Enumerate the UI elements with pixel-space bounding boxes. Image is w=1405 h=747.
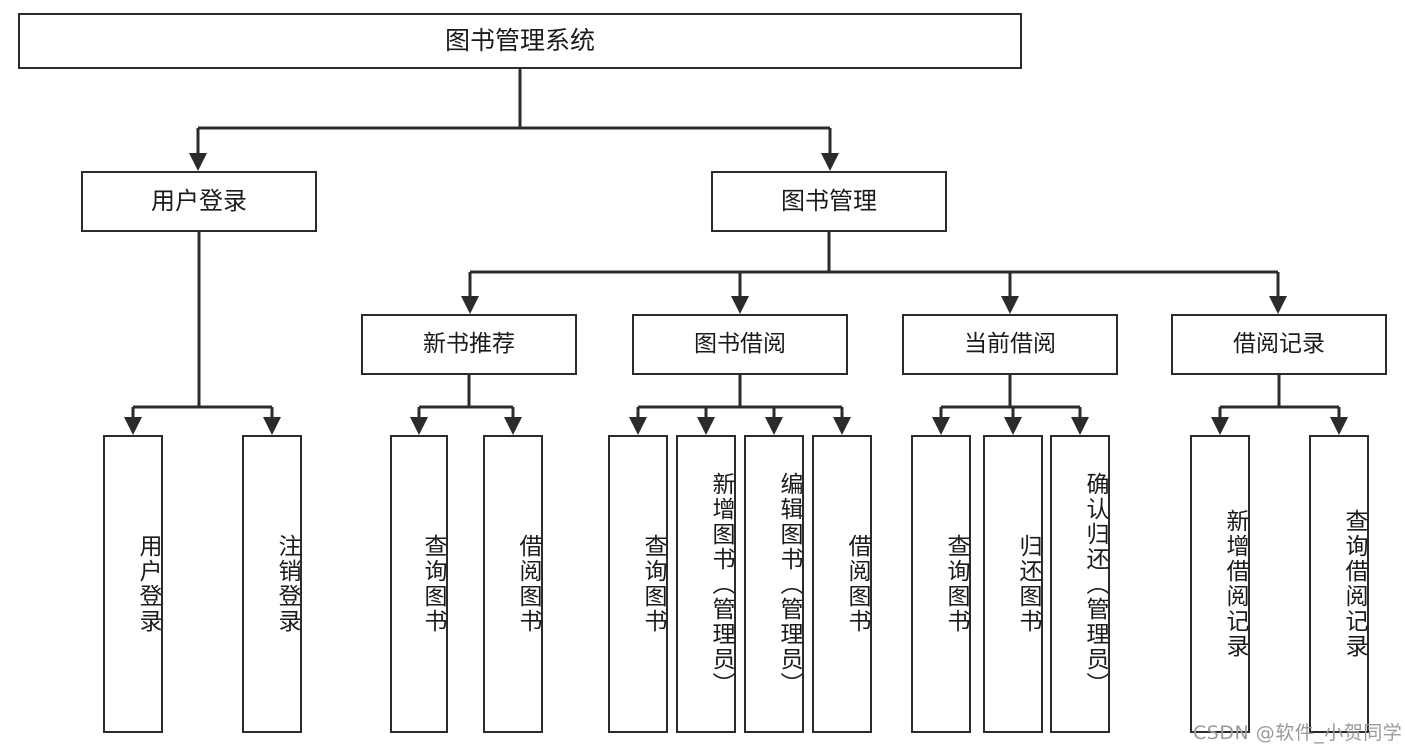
node-leaf-query-record[interactable]: 查询借阅记录 xyxy=(1309,435,1369,733)
node-leaf-borrow-book-2[interactable]: 借阅图书 xyxy=(812,435,872,733)
node-leaf-query-record-label: 查询借阅记录 xyxy=(1341,509,1367,659)
node-borrow-record-label: 借阅记录 xyxy=(1233,330,1325,357)
node-leaf-query-book-2-label: 查询图书 xyxy=(640,534,666,634)
node-new-book-recommend[interactable]: 新书推荐 xyxy=(361,314,577,375)
node-current-borrow-label: 当前借阅 xyxy=(964,330,1056,357)
node-leaf-confirm-return-label: 确认归还（管理员） xyxy=(1082,471,1108,697)
node-leaf-query-book-3[interactable]: 查询图书 xyxy=(911,435,971,733)
node-book-borrow[interactable]: 图书借阅 xyxy=(632,314,848,375)
node-user-login-label: 用户登录 xyxy=(151,187,247,216)
node-leaf-user-login-label: 用户登录 xyxy=(135,534,161,634)
node-user-login[interactable]: 用户登录 xyxy=(81,171,317,232)
node-leaf-add-record[interactable]: 新增借阅记录 xyxy=(1190,435,1250,733)
node-leaf-query-book-1[interactable]: 查询图书 xyxy=(390,435,448,733)
node-leaf-add-book[interactable]: 新增图书（管理员） xyxy=(676,435,736,733)
node-book-borrow-label: 图书借阅 xyxy=(694,330,786,357)
node-leaf-borrow-book-2-label: 借阅图书 xyxy=(844,534,870,634)
node-root-system-label: 图书管理系统 xyxy=(444,26,595,56)
node-leaf-logout-login[interactable]: 注销登录 xyxy=(242,435,302,733)
node-leaf-query-book-2[interactable]: 查询图书 xyxy=(608,435,668,733)
node-leaf-query-book-1-label: 查询图书 xyxy=(420,534,446,634)
node-new-book-recommend-label: 新书推荐 xyxy=(423,330,515,357)
node-leaf-add-book-label: 新增图书（管理员） xyxy=(708,471,734,697)
node-root-system[interactable]: 图书管理系统 xyxy=(18,13,1022,69)
node-leaf-logout-login-label: 注销登录 xyxy=(274,534,300,634)
node-book-manage-label: 图书管理 xyxy=(781,187,877,216)
node-leaf-add-record-label: 新增借阅记录 xyxy=(1222,509,1248,659)
node-current-borrow[interactable]: 当前借阅 xyxy=(902,314,1118,375)
node-leaf-user-login[interactable]: 用户登录 xyxy=(103,435,163,733)
node-leaf-return-book[interactable]: 归还图书 xyxy=(983,435,1043,733)
node-leaf-edit-book[interactable]: 编辑图书（管理员） xyxy=(744,435,804,733)
node-leaf-borrow-book-1[interactable]: 借阅图书 xyxy=(483,435,543,733)
node-book-manage[interactable]: 图书管理 xyxy=(711,171,947,232)
node-leaf-query-book-3-label: 查询图书 xyxy=(943,534,969,634)
node-leaf-return-book-label: 归还图书 xyxy=(1015,534,1041,634)
csdn-watermark: CSDN @软件_小贺同学 xyxy=(1193,722,1403,744)
node-leaf-edit-book-label: 编辑图书（管理员） xyxy=(776,471,802,697)
node-borrow-record[interactable]: 借阅记录 xyxy=(1171,314,1387,375)
node-leaf-confirm-return[interactable]: 确认归还（管理员） xyxy=(1050,435,1110,733)
node-leaf-borrow-book-1-label: 借阅图书 xyxy=(515,534,541,634)
